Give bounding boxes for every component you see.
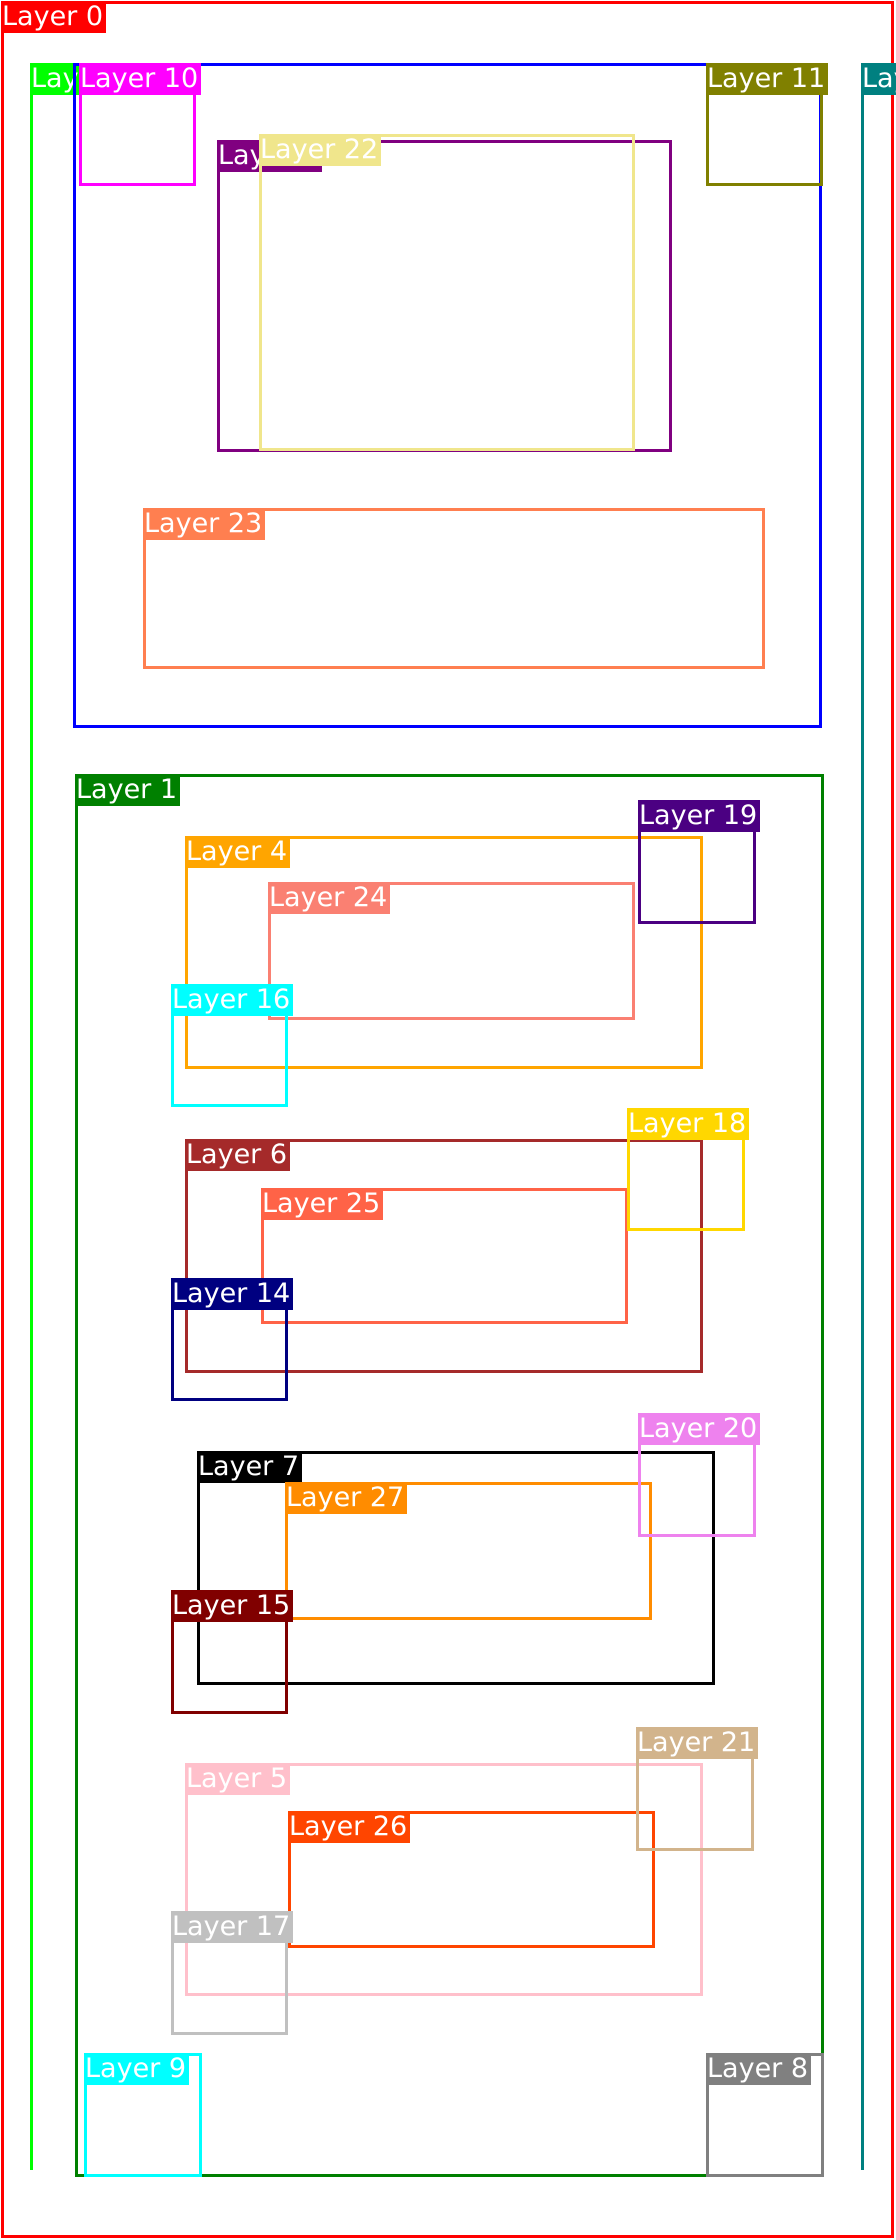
layer-5-label: Layer 5 <box>185 1763 291 1795</box>
layer-27-label: Layer 27 <box>285 1482 408 1514</box>
layer-7-label: Layer 7 <box>197 1451 303 1483</box>
layer-10-label: Layer 10 <box>79 63 202 95</box>
layer-4-box <box>185 836 703 1069</box>
layer-0-label: Layer 0 <box>1 1 107 33</box>
layer-13-label: Layer 13 <box>861 63 896 95</box>
layer-9-label: Layer 9 <box>84 2053 190 2085</box>
layer-26-box <box>288 1811 655 1948</box>
layer-12-box <box>30 63 33 2170</box>
layer-25-box <box>261 1188 628 1324</box>
layer-24-box <box>268 882 635 1020</box>
layer-16-label: Layer 16 <box>171 984 294 1016</box>
layer-1-label: Layer 1 <box>75 774 181 806</box>
layer-14-label: Layer 14 <box>171 1278 294 1310</box>
layer-6-label: Layer 6 <box>185 1139 291 1171</box>
layer-24-label: Layer 24 <box>268 882 391 914</box>
layer-22-label: Layer 22 <box>259 134 382 166</box>
layer-8-label: Layer 8 <box>706 2053 812 2085</box>
layer-22-box <box>259 134 635 451</box>
layer-25-label: Layer 25 <box>261 1188 384 1220</box>
layer-23-box <box>143 508 765 669</box>
layer-7-box <box>197 1451 715 1685</box>
layer-18-label: Layer 18 <box>627 1108 750 1140</box>
layer-15-label: Layer 15 <box>171 1590 294 1622</box>
layer-13-box <box>861 63 864 2170</box>
layer-26-label: Layer 26 <box>288 1811 411 1843</box>
layer-1-box <box>75 774 824 2177</box>
layer-20-label: Layer 20 <box>638 1413 761 1445</box>
layer-21-label: Layer 21 <box>636 1727 759 1759</box>
layer-4-label: Layer 4 <box>185 836 291 868</box>
layer-2-box <box>73 63 822 728</box>
layer-6-box <box>185 1139 703 1373</box>
layer-27-box <box>285 1482 652 1620</box>
layer-17-label: Layer 17 <box>171 1911 294 1943</box>
layer-11-label: Layer 11 <box>706 63 829 95</box>
layer-19-label: Layer 19 <box>638 800 761 832</box>
layer-23-label: Layer 23 <box>143 508 266 540</box>
layer-5-box <box>185 1763 703 1996</box>
